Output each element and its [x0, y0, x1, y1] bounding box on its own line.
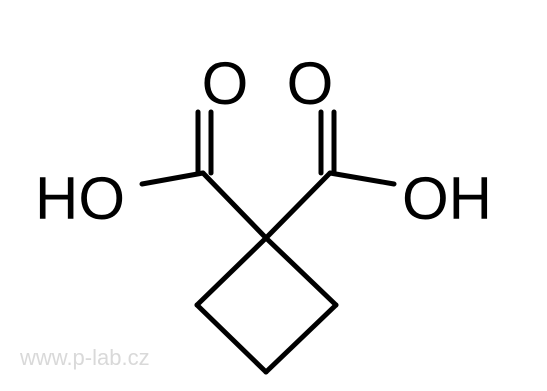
cyclobutane-ring: [194, 235, 339, 375]
bond-right-carbon-to-hydroxyl: [327, 170, 397, 187]
bond-ring-to-left-carbon: [200, 170, 269, 241]
carboxyl-group-right: [263, 109, 397, 241]
ring-bond-bottom-left: [194, 302, 269, 375]
atom-label-oxygen-right: O: [287, 50, 334, 117]
atom-label-hydroxyl-right: OH: [402, 165, 492, 232]
watermark-text: www.p-lab.cz: [19, 345, 150, 370]
ring-bond-top-right: [263, 235, 339, 308]
carboxyl-group-left: [139, 109, 269, 241]
bond-ring-to-right-carbon: [263, 170, 333, 241]
ring-bond-right-bottom: [263, 302, 339, 375]
atom-label-hydroxyl-left: HO: [35, 165, 125, 232]
atom-label-oxygen-left: O: [202, 50, 249, 117]
bond-left-carbon-to-hydroxyl: [139, 170, 206, 187]
ring-bond-left-top: [194, 235, 269, 308]
